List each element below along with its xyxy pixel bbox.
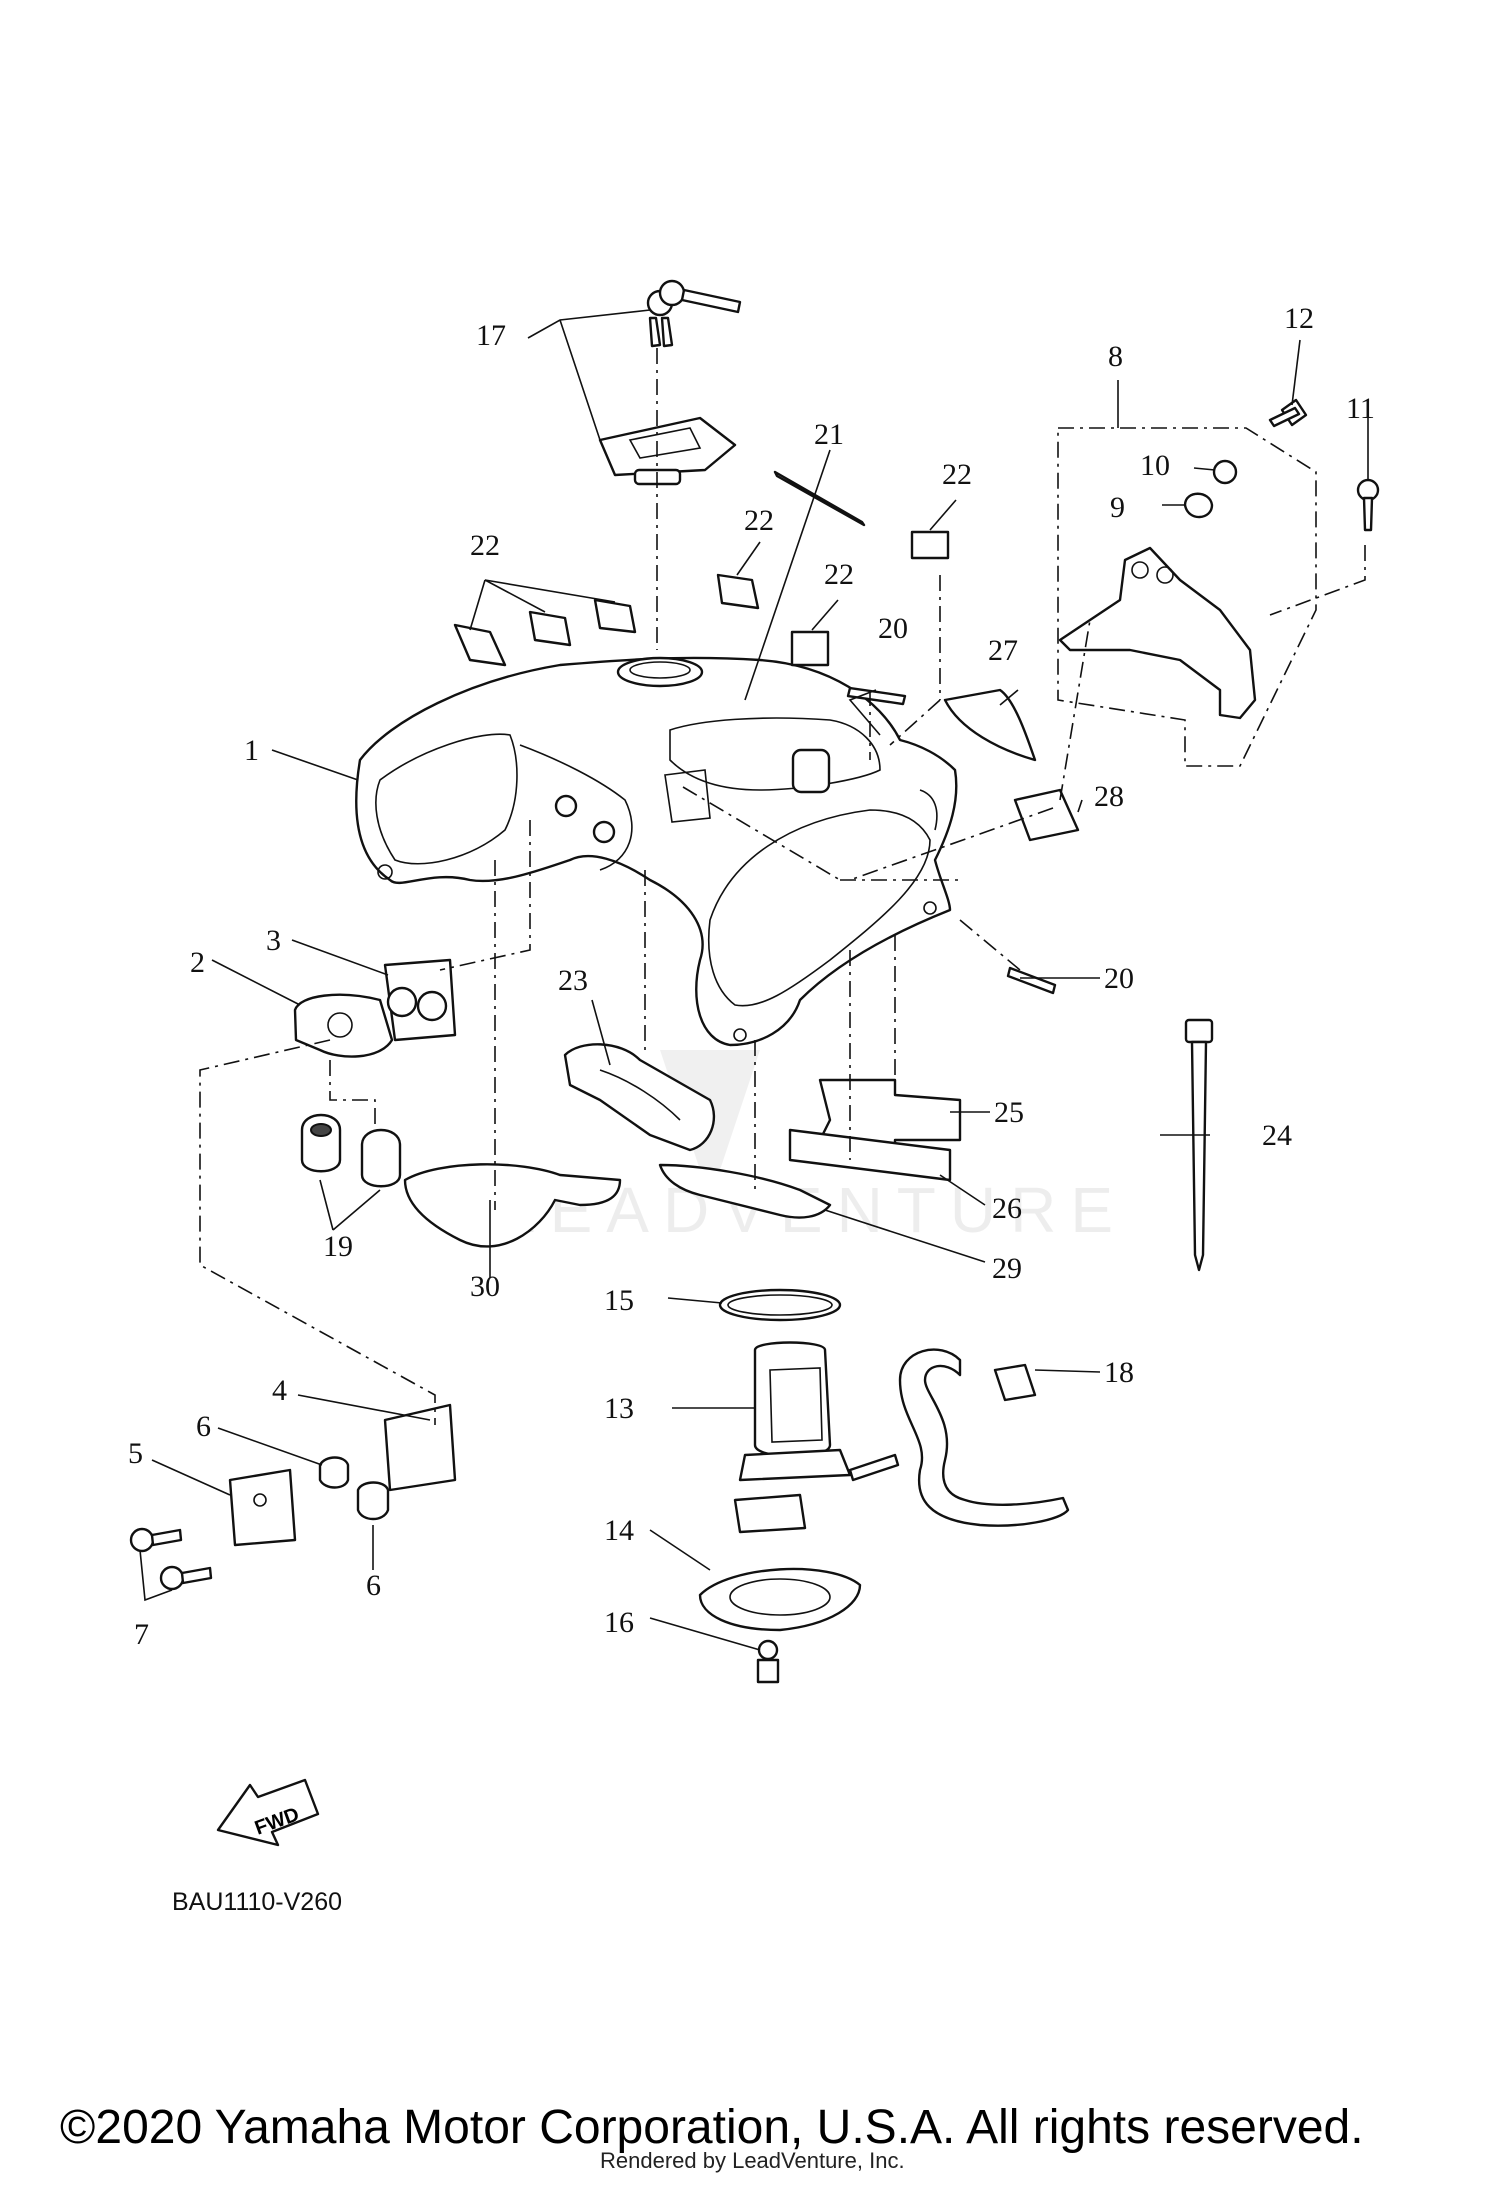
part-label-15: 15 <box>604 1284 634 1317</box>
cable-tie <box>1184 1018 1214 1272</box>
part-label-27: 27 <box>988 634 1018 667</box>
part-label-28: 28 <box>1094 780 1124 813</box>
tank-mounts <box>293 958 457 1188</box>
part-label-9: 9 <box>1110 491 1125 524</box>
part-label-13: 13 <box>604 1392 634 1425</box>
part-label-22b: 22 <box>744 504 774 537</box>
alignment-lines <box>199 348 1366 1425</box>
part-label-16: 16 <box>604 1606 634 1639</box>
fuel-cap-with-keys <box>598 279 742 486</box>
part-label-7: 7 <box>134 1618 149 1651</box>
part-label-25: 25 <box>994 1096 1024 1129</box>
part-label-29: 29 <box>992 1252 1022 1285</box>
part-label-22c: 22 <box>824 558 854 591</box>
bracket-assembly <box>1057 398 1380 767</box>
part-label-1: 1 <box>244 734 259 767</box>
part-label-26: 26 <box>992 1192 1022 1225</box>
part-label-11: 11 <box>1346 392 1375 425</box>
part-label-24: 24 <box>1262 1119 1292 1152</box>
part-label-20a: 20 <box>878 612 908 645</box>
part-label-12: 12 <box>1284 302 1314 335</box>
bracket-plates-and-bolts <box>129 1403 457 1591</box>
fwd-arrow-icon: FWD <box>216 1778 320 1847</box>
part-label-10: 10 <box>1140 449 1170 482</box>
part-label-8: 8 <box>1108 340 1123 373</box>
part-label-4: 4 <box>272 1374 287 1407</box>
copyright-notice: ©2020 Yamaha Motor Corporation, U.S.A. A… <box>60 2101 1364 2154</box>
part-label-6a: 6 <box>196 1410 211 1443</box>
part-label-3: 3 <box>266 924 281 957</box>
covers-and-shields <box>403 1043 962 1248</box>
pads-and-labels <box>453 470 1080 995</box>
part-label-22d: 22 <box>942 458 972 491</box>
fuel-tank <box>355 656 958 1047</box>
part-label-6b: 6 <box>366 1569 381 1602</box>
part-label-30: 30 <box>470 1270 500 1303</box>
fuel-pump-assembly <box>698 1288 1070 1684</box>
part-label-22a: 22 <box>470 529 500 562</box>
part-label-18: 18 <box>1104 1356 1134 1389</box>
part-label-14: 14 <box>604 1514 634 1547</box>
part-label-23: 23 <box>558 964 588 997</box>
part-label-5: 5 <box>128 1437 143 1470</box>
rendered-by-notice: Rendered by LeadVenture, Inc. <box>600 2148 905 2173</box>
part-label-20b: 20 <box>1104 962 1134 995</box>
part-label-2: 2 <box>190 946 205 979</box>
leader-lines <box>139 309 1369 1651</box>
part-label-17: 17 <box>476 319 506 352</box>
part-label-21: 21 <box>814 418 844 451</box>
diagram-code: BAU1110-V260 <box>172 1888 343 1916</box>
part-number-labels: 1 2 3 4 5 6 6 7 8 9 10 11 12 13 14 15 16… <box>128 302 1375 1651</box>
part-label-19: 19 <box>323 1230 353 1263</box>
